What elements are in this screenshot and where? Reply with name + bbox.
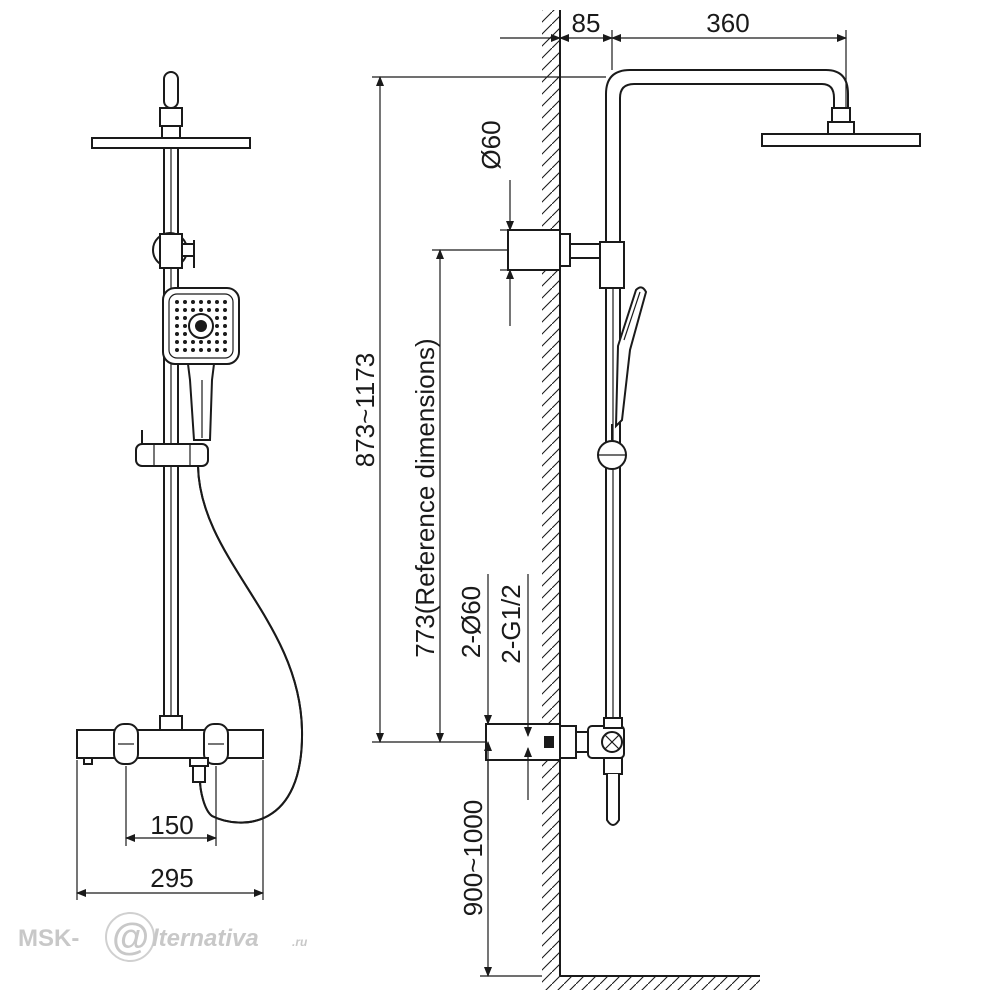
spray-nozzle [175, 300, 179, 304]
arm-offset-label: 85 [572, 8, 601, 38]
spray-nozzle [223, 332, 227, 336]
spray-dots [175, 300, 227, 352]
arm-length-label: 360 [706, 8, 749, 38]
spray-nozzle [207, 348, 211, 352]
dimension-reference-height: 773(Reference dimensions) [410, 249, 508, 743]
dimension-mixer-width: 295 [76, 760, 264, 900]
spray-nozzle [175, 340, 179, 344]
dimension-height-range: 873~1173 [350, 76, 606, 743]
spray-nozzle [183, 324, 187, 328]
mixer-width-label: 295 [150, 863, 193, 893]
spray-nozzle [175, 316, 179, 320]
rain-shower-head-side [761, 133, 921, 147]
spray-nozzle [207, 300, 211, 304]
spray-nozzle [223, 300, 227, 304]
thermostatic-mixer-front [76, 715, 264, 783]
spray-nozzle [191, 308, 195, 312]
spray-nozzle [183, 308, 187, 312]
watermark-prefix: MSK- [18, 925, 79, 952]
spray-nozzle [183, 348, 187, 352]
slider-bracket-front [135, 430, 209, 467]
spray-nozzle [223, 348, 227, 352]
spray-nozzle [191, 348, 195, 352]
dimension-thread: 2-G1/2 [496, 574, 532, 800]
wall-flange-label: 2-Ø60 [456, 586, 486, 658]
wall-section [542, 10, 760, 990]
outlet-diameter-label: Ø60 [476, 120, 506, 169]
shower-head-connector-front [159, 71, 183, 139]
spray-nozzle [215, 308, 219, 312]
side-view: 85 360 Ø60 873~1173 773(Reference dimens… [350, 8, 921, 990]
diverter-front [152, 232, 195, 269]
watermark-logo: MSK- @ lternativa .ru [18, 912, 308, 962]
spray-nozzle [175, 324, 179, 328]
spray-nozzle [215, 340, 219, 344]
thread-label: 2-G1/2 [496, 584, 526, 664]
watermark-at-sign: @ [111, 917, 148, 959]
spray-nozzle [199, 308, 203, 312]
front-view: 150 295 [76, 71, 304, 900]
spray-nozzle [183, 332, 187, 336]
hand-shower-front [162, 287, 240, 441]
spray-nozzle [183, 340, 187, 344]
thermostatic-mixer-side [485, 717, 625, 826]
wall-bracket-side [507, 229, 625, 289]
height-range-label: 873~1173 [350, 353, 380, 467]
watermark-domain: .ru [292, 935, 308, 949]
spray-nozzle [223, 324, 227, 328]
reference-height-label: 773(Reference dimensions) [410, 338, 440, 657]
spray-nozzle [191, 300, 195, 304]
spray-nozzle [191, 340, 195, 344]
spray-nozzle [215, 348, 219, 352]
spray-nozzle [199, 340, 203, 344]
shower-arm-side [605, 69, 855, 246]
dimension-inlet-spacing: 150 [125, 766, 217, 846]
spray-nozzle [183, 316, 187, 320]
slider-bracket-side [597, 440, 627, 470]
spray-nozzle [175, 348, 179, 352]
spray-nozzle [207, 308, 211, 312]
spray-nozzle [199, 348, 203, 352]
shower-hose-front [197, 465, 304, 824]
spray-nozzle [223, 316, 227, 320]
dimension-floor-height: 900~1000 [458, 741, 542, 977]
spray-nozzle [183, 300, 187, 304]
spray-nozzle [215, 332, 219, 336]
floor-height-label: 900~1000 [458, 800, 488, 916]
spray-nozzle [175, 308, 179, 312]
spray-nozzle [223, 308, 227, 312]
spray-nozzle [175, 332, 179, 336]
spray-nozzle [215, 300, 219, 304]
watermark-suffix: lternativa [152, 925, 259, 952]
hand-shower-side [611, 286, 648, 440]
rain-shower-head-front [91, 137, 251, 149]
spray-nozzle [215, 316, 219, 320]
spray-nozzle [199, 300, 203, 304]
spray-nozzle [215, 324, 219, 328]
dimension-arm: 85 360 [500, 8, 847, 108]
dimension-outlet-diameter: Ø60 [476, 120, 514, 326]
inlet-spacing-label: 150 [150, 810, 193, 840]
spray-nozzle [223, 340, 227, 344]
spray-nozzle [207, 340, 211, 344]
